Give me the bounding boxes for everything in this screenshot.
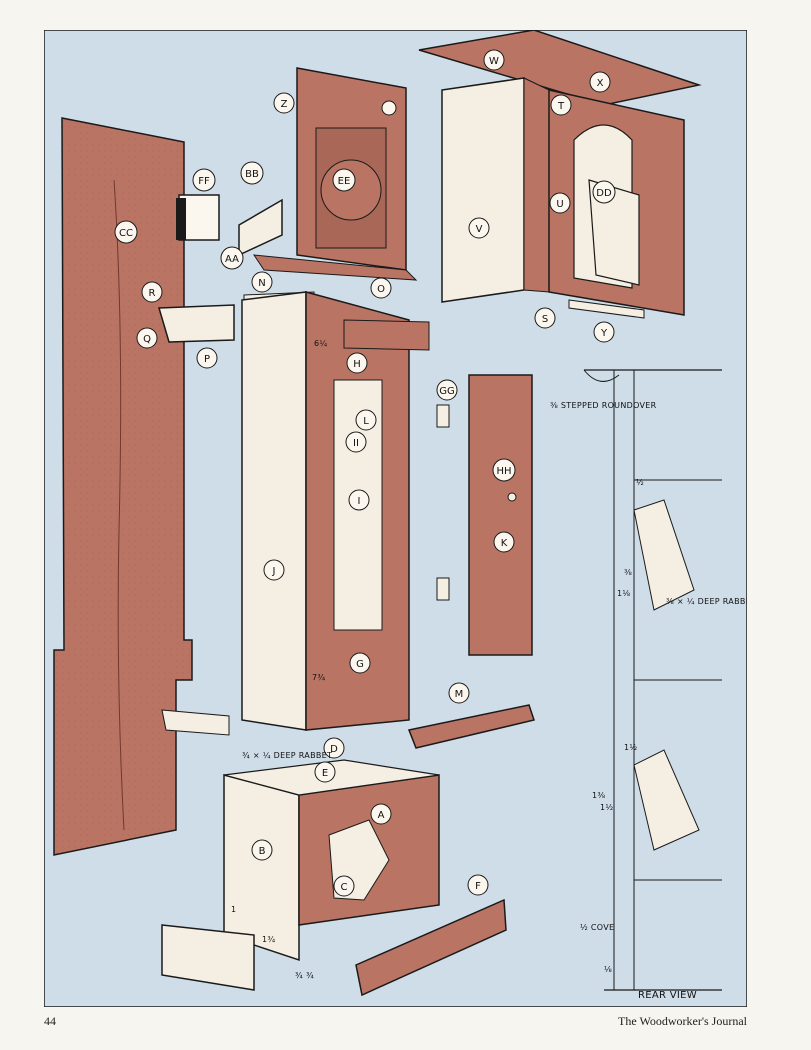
part-label: K (501, 538, 508, 549)
part-bb (238, 198, 283, 257)
part-label: F (475, 881, 481, 892)
part-label: U (556, 199, 563, 210)
part-label: E (322, 768, 328, 779)
part-label: I (358, 496, 361, 507)
part-label: L (363, 416, 369, 427)
part-callouts: W X Z T U DD V EE BB FF CC AA S Y N O R … (114, 49, 616, 897)
part-label: V (476, 224, 483, 235)
part-label: GG (439, 386, 455, 397)
part-label: DD (596, 188, 612, 199)
part-label: II (353, 438, 359, 449)
dim-label: 1⅛ (617, 589, 630, 598)
part-label: CC (119, 228, 133, 239)
part-m-trim (407, 704, 535, 749)
part-v-hood-side (441, 77, 525, 303)
dim-label: ⅜ (624, 568, 632, 577)
part-label: H (353, 359, 361, 370)
dim-label: 1½ (600, 803, 613, 812)
stepped-roundover-note: ⅜ STEPPED ROUNDOVER (550, 401, 657, 410)
part-label: B (259, 846, 266, 857)
part-label: HH (496, 466, 511, 477)
part-foot-left (161, 924, 255, 991)
dim-label: ¾ (295, 971, 303, 980)
deep-rabbet-note: ¾ × ¼ DEEP RABBET (242, 751, 332, 760)
part-label: T (557, 101, 565, 112)
part-label: R (149, 288, 156, 299)
part-label: P (204, 354, 210, 365)
part-p-molding (158, 304, 235, 343)
part-cc-backboard (53, 117, 193, 856)
part-label: BB (245, 169, 259, 180)
dim-label: 1½ (624, 743, 637, 752)
publication-name: The Woodworker's Journal (618, 1014, 747, 1028)
part-label: A (378, 810, 385, 821)
part-label: AA (225, 254, 239, 265)
part-dd-door (588, 179, 640, 286)
rear-view-caption: REAR VIEW (638, 990, 697, 1001)
part-label: N (258, 278, 265, 289)
dim-label: 1⅜ (592, 791, 605, 800)
dim-label: ½ (636, 478, 644, 487)
part-label: W (489, 56, 499, 67)
dim-label: ⅛ (604, 965, 612, 974)
part-label: X (597, 78, 604, 89)
exploded-clock-drawing: W X Z T U DD V EE BB FF CC AA S Y N O R … (44, 30, 747, 1007)
dim-label: 6¼ (314, 339, 327, 348)
dim-label: ¾ (306, 971, 314, 980)
part-label: EE (338, 176, 351, 187)
dim-label: 1 (231, 905, 236, 914)
rabbet-note: ⅜ × ¼ DEEP RABBET (666, 597, 747, 606)
part-label: G (356, 659, 364, 670)
rear-view-section (583, 369, 722, 991)
part-label: Q (143, 334, 151, 345)
part-label: Y (600, 328, 608, 339)
part-label: D (330, 744, 338, 755)
part-j-stile (241, 291, 307, 731)
page-number: 44 (44, 1014, 56, 1028)
part-label: J (272, 566, 276, 577)
part-label: S (542, 314, 548, 325)
part-label: C (341, 882, 348, 893)
part-label: M (455, 689, 464, 700)
part-k-waist-door (468, 374, 533, 656)
part-label: O (377, 284, 385, 295)
part-label: Z (281, 99, 288, 110)
illustration-frame: W X Z T U DD V EE BB FF CC AA S Y N O R … (44, 30, 747, 1007)
dim-label: 7¾ (312, 673, 325, 682)
part-label: FF (198, 176, 210, 187)
dim-label: 1¾ (262, 935, 275, 944)
dimension-labels: 6¼ 7¾ 1 1¾ ¾ ¾ ½ ⅜ 1⅛ 1½ 1⅜ 1½ ⅛ (231, 339, 644, 980)
cove-note: ½ COVE (580, 923, 614, 932)
part-f-foot-front (355, 898, 507, 997)
